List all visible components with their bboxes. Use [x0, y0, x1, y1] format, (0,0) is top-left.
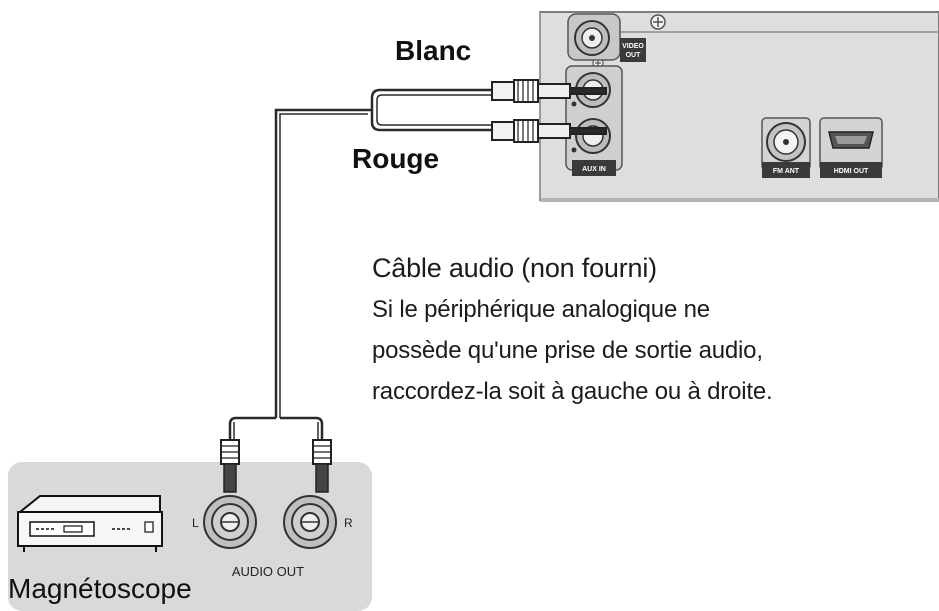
video-out-label-1: VIDEO: [622, 43, 644, 50]
ground-screw-icon: [650, 14, 666, 30]
rca-plug-red: [491, 119, 607, 143]
audio-out-left-jack: [203, 439, 257, 549]
fm-antenna-jack: FM ANT: [761, 117, 811, 178]
vcr-icon: [17, 495, 163, 552]
audio-out-right-jack: [283, 439, 337, 549]
fm-ant-label: FM ANT: [773, 168, 800, 175]
receiver-rear-panel: VIDEO OUT AUX IN FM ANT: [539, 11, 939, 202]
note-line-2: possède qu'une prise de sortie audio,: [372, 337, 763, 364]
label-red: Rouge: [352, 143, 439, 174]
audio-cable: [228, 88, 505, 440]
note-line-3: raccordez-la soit à gauche ou à droite.: [372, 378, 773, 405]
vcr-panel: L R AUDIO OUT Magnétoscope: [8, 439, 372, 611]
label-right: R: [344, 516, 353, 530]
video-out-jack: VIDEO OUT: [567, 13, 646, 62]
label-left: L: [192, 516, 199, 530]
label-white: Blanc: [395, 35, 471, 66]
note-title-line: Câble audio (non fourni): [372, 248, 892, 289]
aux-in-jacks: AUX IN: [565, 65, 623, 176]
label-device: Magnétoscope: [8, 573, 192, 604]
note-line-1: Si le périphérique analogique ne: [372, 296, 710, 323]
note-title: Câble audio: [372, 253, 514, 283]
rca-plug-white: [491, 79, 607, 103]
label-audio-out: AUDIO OUT: [232, 564, 304, 579]
note-title-suffix: (non fourni): [521, 253, 657, 283]
cable-note: Câble audio (non fourni) Si le périphéri…: [372, 248, 892, 412]
hdmi-out-port: HDMI OUT: [819, 117, 883, 178]
aux-in-label: AUX IN: [582, 166, 606, 173]
video-out-label-2: OUT: [626, 52, 642, 59]
hdmi-out-label: HDMI OUT: [834, 168, 869, 175]
